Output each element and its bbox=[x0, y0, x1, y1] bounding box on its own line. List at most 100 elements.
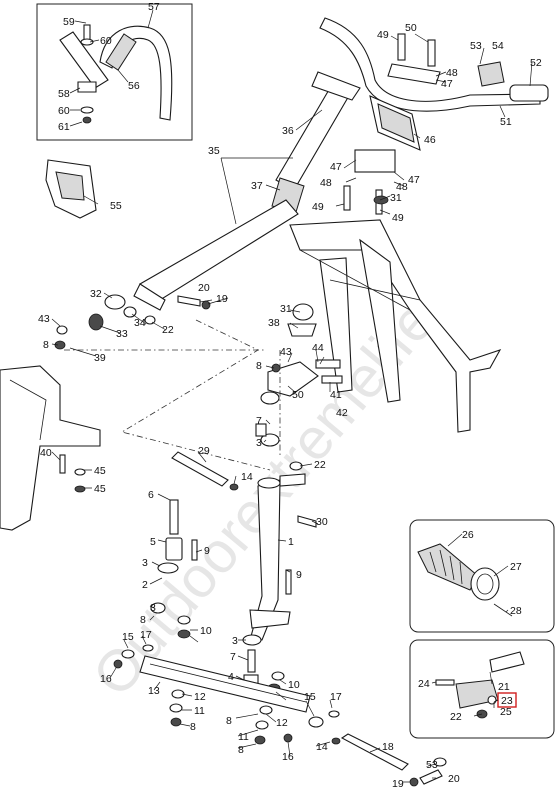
column-lower-tube bbox=[139, 199, 299, 301]
leader-lower-bushings bbox=[235, 569, 291, 701]
callout-36: 36 bbox=[282, 125, 294, 137]
nut-61 bbox=[82, 116, 92, 124]
bolt-6 bbox=[169, 499, 179, 535]
callout-labels: 57 59 60 56 58 60 61 55 49 50 48 47 53 5… bbox=[38, 1, 542, 790]
callout-39: 39 bbox=[94, 352, 106, 364]
callout-3c-8: 3 bbox=[150, 602, 156, 614]
bolt-49c bbox=[343, 185, 351, 211]
callout-37: 37 bbox=[251, 180, 263, 192]
callout-38: 38 bbox=[268, 317, 280, 329]
steering-column-35 bbox=[133, 71, 361, 311]
inset-boot bbox=[409, 519, 555, 633]
rod-end-20b bbox=[419, 769, 443, 785]
bushing-33 bbox=[88, 313, 104, 331]
bolt-41 bbox=[321, 375, 343, 384]
clamp-58 bbox=[77, 81, 97, 93]
callout-40: 40 bbox=[40, 447, 52, 459]
leader-tie-rod bbox=[402, 763, 437, 783]
inset-ball-joint bbox=[409, 639, 555, 739]
link-bar bbox=[139, 655, 311, 713]
column-lower-end bbox=[133, 283, 166, 311]
nut-16a bbox=[113, 659, 123, 669]
nut-31 bbox=[373, 195, 389, 205]
callout-7b: 7 bbox=[230, 651, 236, 663]
leader-column-base bbox=[263, 365, 275, 443]
frame-braces bbox=[299, 249, 421, 311]
callout-20b: 20 bbox=[448, 773, 460, 785]
callout-50: 50 bbox=[405, 22, 417, 34]
callout-17a: 17 bbox=[140, 629, 152, 641]
bushing-3a bbox=[157, 562, 179, 574]
callout-43b: 43 bbox=[280, 346, 292, 358]
leader-bracket bbox=[287, 309, 331, 394]
clamp-27 bbox=[470, 567, 500, 601]
callout-45a: 45 bbox=[94, 465, 106, 477]
callout-26: 26 bbox=[462, 529, 474, 541]
bolt-49a bbox=[397, 33, 406, 61]
callout-24: 24 bbox=[418, 678, 430, 690]
callout-57: 57 bbox=[148, 1, 160, 13]
callout-53b: 53 bbox=[426, 759, 438, 771]
callout-59: 59 bbox=[63, 16, 75, 28]
callout-6: 6 bbox=[148, 489, 154, 501]
nut-19 bbox=[201, 300, 211, 310]
callout-19a: 19 bbox=[216, 293, 228, 305]
front-frame-left bbox=[0, 325, 101, 531]
bushing-7a bbox=[260, 391, 280, 405]
clip-28 bbox=[493, 603, 513, 617]
washer-45a bbox=[74, 468, 86, 476]
leader-57 bbox=[147, 9, 154, 29]
inset-frame bbox=[36, 3, 193, 141]
nut-43a bbox=[56, 325, 68, 335]
leader-block bbox=[335, 159, 405, 215]
frame-left-plate bbox=[0, 365, 101, 531]
callout-8f: 8 bbox=[238, 744, 244, 756]
callout-19b: 19 bbox=[392, 778, 404, 790]
callout-9a: 9 bbox=[204, 545, 210, 557]
callout-1: 1 bbox=[288, 536, 294, 548]
callout-28: 28 bbox=[510, 605, 522, 617]
callout-41: 41 bbox=[330, 389, 342, 401]
clamp-27-inner bbox=[476, 573, 494, 595]
bolt-7c bbox=[247, 649, 256, 673]
bolt-44 bbox=[315, 359, 341, 369]
callout-58: 58 bbox=[58, 88, 70, 100]
callout-48a: 48 bbox=[446, 67, 458, 79]
bolt-9b bbox=[285, 569, 292, 595]
callout-10b: 10 bbox=[288, 679, 300, 691]
nut-16b bbox=[283, 733, 293, 743]
leader-left bbox=[51, 318, 97, 489]
riser-46-face bbox=[377, 103, 415, 143]
frame-leg-left bbox=[319, 257, 353, 393]
leader-bushings bbox=[99, 292, 229, 334]
nut-8d bbox=[170, 717, 182, 727]
inset-boot-frame bbox=[409, 519, 555, 633]
callout-10a: 10 bbox=[200, 625, 212, 637]
boot-26 bbox=[417, 543, 479, 591]
callout-43a: 43 bbox=[38, 313, 50, 325]
bar-tube bbox=[59, 31, 109, 89]
nut-14b bbox=[331, 737, 341, 745]
callout-33: 33 bbox=[116, 328, 128, 340]
callout-22c: 22 bbox=[450, 711, 462, 723]
washer-10c bbox=[271, 671, 285, 681]
callout-49c: 49 bbox=[392, 212, 404, 224]
shaft-arm bbox=[279, 473, 306, 487]
dash-line-b bbox=[120, 319, 271, 471]
washer-60 bbox=[80, 38, 94, 46]
callout-20a: 20 bbox=[198, 282, 210, 294]
handlebar-assembly bbox=[319, 17, 549, 215]
leader-drag-link bbox=[109, 635, 277, 749]
callout-12a: 12 bbox=[194, 691, 206, 703]
callout-22a: 22 bbox=[162, 324, 174, 336]
column-top-yoke bbox=[311, 71, 361, 101]
callout-60a: 60 bbox=[100, 35, 112, 47]
callout-44: 44 bbox=[312, 342, 324, 354]
link-bar-groove bbox=[149, 663, 307, 703]
callout-8e: 8 bbox=[226, 715, 232, 727]
callout-22b: 22 bbox=[314, 459, 326, 471]
callout-16a: 16 bbox=[100, 673, 112, 685]
inset-joint-frame bbox=[409, 639, 555, 739]
column-upper-36 bbox=[275, 87, 351, 191]
washer-12a bbox=[171, 689, 185, 699]
